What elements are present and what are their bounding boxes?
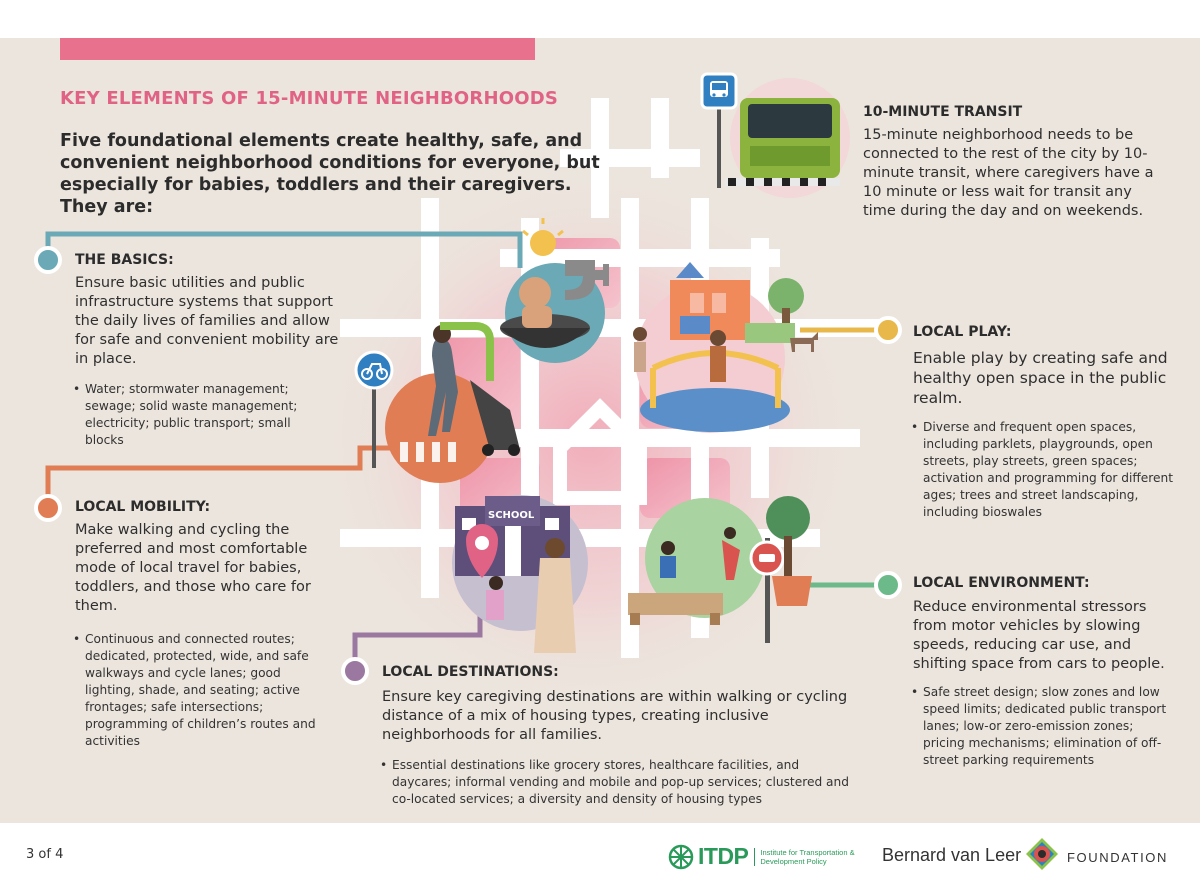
basics-bullets: Water; stormwater management; sewage; so… — [73, 381, 333, 449]
page-number: 3 of 4 — [26, 847, 64, 862]
play-vignette — [633, 262, 818, 433]
bvl-foundation: FOUNDATION — [1067, 850, 1168, 865]
destinations-bullets: Essential destinations like grocery stor… — [380, 757, 850, 808]
play-bullets: Diverse and frequent open spaces, includ… — [911, 419, 1176, 521]
list-item: Continuous and connected routes; dedicat… — [73, 631, 318, 750]
bus-stop-pole — [440, 322, 494, 381]
list-item: Diverse and frequent open spaces, includ… — [911, 419, 1176, 521]
basics-heading: THE BASICS: — [75, 252, 174, 268]
destinations-vignette — [452, 495, 588, 653]
list-item: Safe street design; slow zones and low s… — [911, 684, 1173, 769]
environment-bullets: Safe street design; slow zones and low s… — [911, 684, 1173, 769]
neighborhood-illustration — [34, 72, 902, 708]
destinations-dot — [341, 657, 369, 685]
mobility-body: Make walking and cycling the preferred a… — [75, 522, 311, 614]
itdp-emblem-icon — [668, 844, 694, 869]
destinations-heading: LOCAL DESTINATIONS: — [382, 664, 559, 680]
basics-body: Ensure basic utilities and public infras… — [75, 275, 339, 367]
environment-dot — [874, 571, 902, 599]
transit-body: 15-minute neighborhood needs to be conne… — [863, 127, 1154, 219]
itdp-name: ITDP — [698, 843, 749, 869]
page-title: KEY ELEMENTS OF 15-MINUTE NEIGHBORHOODS — [60, 88, 559, 109]
house-outline — [553, 398, 647, 505]
list-item: Essential destinations like grocery stor… — [380, 757, 850, 808]
list-item: Water; stormwater management; sewage; so… — [73, 381, 333, 449]
play-heading: LOCAL PLAY: — [913, 324, 1012, 340]
environment-body: Reduce environmental stressors from moto… — [913, 599, 1165, 672]
itdp-full-name: Institute for Transportation & Developme… — [754, 847, 870, 866]
poster: KEY ELEMENTS OF 15-MINUTE NEIGHBORHOODS … — [0, 38, 1200, 823]
mobility-dot — [34, 494, 62, 522]
destinations-body: Ensure key caregiving destinations are w… — [382, 689, 848, 743]
environment-vignette — [628, 496, 812, 643]
accent-bar — [60, 38, 535, 60]
mobility-vignette — [354, 325, 520, 483]
bvl-name: Bernard van Leer — [882, 845, 1022, 865]
transit-vignette — [700, 72, 850, 198]
bvl-emblem-icon — [1026, 838, 1058, 870]
mobility-heading: LOCAL MOBILITY: — [75, 499, 211, 515]
itdp-logo: ITDP Institute for Transportation & Deve… — [668, 843, 870, 870]
basics-vignette — [500, 218, 609, 363]
play-dot — [874, 316, 902, 344]
play-body: Enable play by creating safe and healthy… — [913, 349, 1168, 407]
basics-dot — [34, 246, 62, 274]
transit-heading: 10-MINUTE TRANSIT — [863, 104, 1023, 120]
school-sign: SCHOOL — [488, 510, 535, 521]
environment-heading: LOCAL ENVIRONMENT: — [913, 575, 1090, 591]
footer: 3 of 4 ITDP Institute for Transportation… — [0, 823, 1200, 890]
intro-text: Five foundational elements create health… — [60, 131, 600, 217]
mobility-bullets: Continuous and connected routes; dedicat… — [73, 631, 318, 750]
